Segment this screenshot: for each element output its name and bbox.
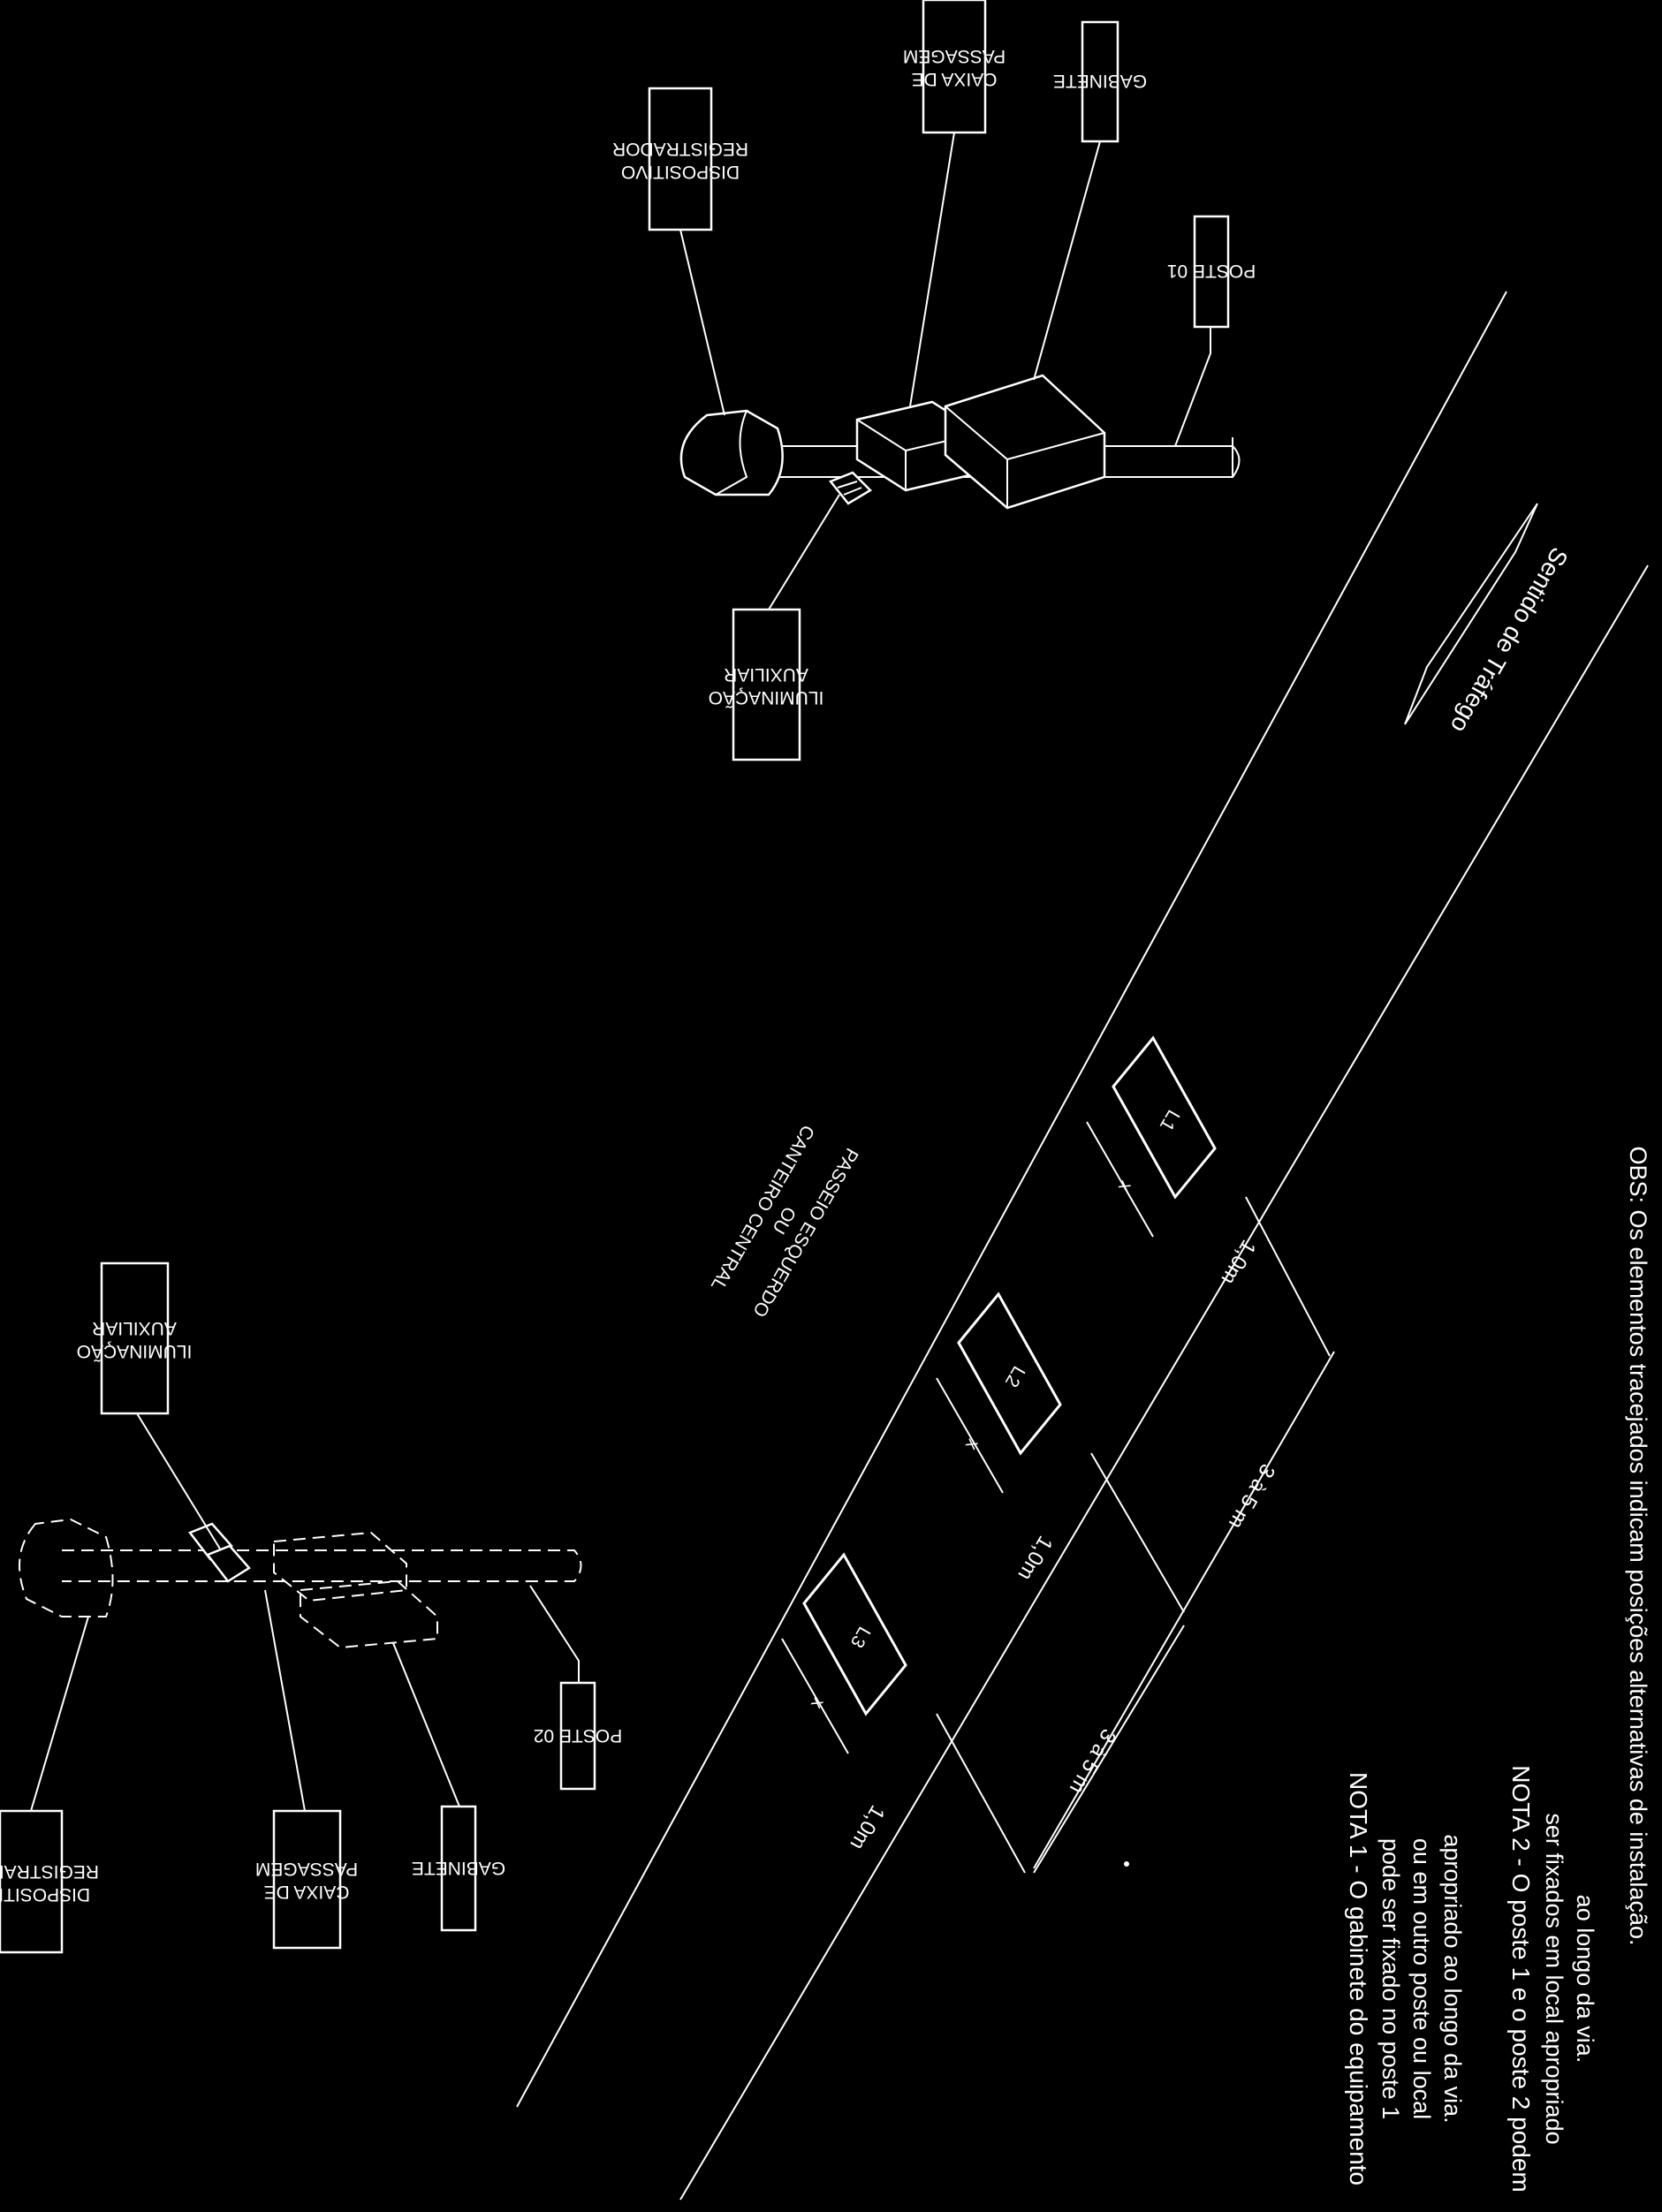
label-poste-02: POSTE 02 [529,1585,622,1791]
svg-text:PASSAGEM: PASSAGEM [903,46,1006,66]
caixa-de-passagem-b-icon [273,1531,407,1602]
svg-text:x: x [807,1694,829,1713]
svg-text:GABINETE: GABINETE [1053,71,1147,91]
stray-dot [1124,1861,1129,1867]
svg-text:ao longo da via.: ao longo da via. [1572,1895,1598,2064]
road-edges [516,291,1649,2201]
label-caixa-de-passagem-b: CAIXA DE PASSAGEM [255,1589,358,1950]
svg-text:CAIXA DE: CAIXA DE [912,69,998,89]
svg-text:ILUMINAÇÃO: ILUMINAÇÃO [709,687,824,708]
loop-l2: L2 x [936,1292,1062,1494]
svg-text:POSTE 02: POSTE 02 [534,1725,622,1746]
label-poste-01: POSTE 01 [1167,215,1256,447]
sentido-de-trafego-label: Sentido de Tráfego [1446,543,1574,738]
svg-text:AUXILIAR: AUXILIAR [92,1318,177,1338]
label-dispositivo-registrador-a: DISPOSITIVO REGISTRADOR [612,87,748,416]
svg-text:PASSEIO ESQUERDO: PASSEIO ESQUERDO [748,1145,861,1321]
svg-text:3 à 5 m: 3 à 5 m [1065,1724,1120,1798]
svg-text:L2: L2 [1001,1362,1029,1390]
svg-text:REGISTRADOR: REGISTRADOR [612,139,748,159]
svg-text:1,0m: 1,0m [845,1801,889,1854]
svg-text:x: x [1114,1178,1136,1196]
label-iluminacao-auxiliar-a: ILUMINAÇÃO AUXILIAR [709,494,840,761]
iluminacao-auxiliar-b-icon [188,1522,251,1583]
svg-text:ser fixados em local apropriad: ser fixados em local apropriado [1541,1813,1567,2144]
label-iluminacao-auxiliar-b: ILUMINAÇÃO AUXILIAR [77,1261,222,1551]
dispositivo-registrador-b-icon [19,1518,114,1617]
traffic-direction-arrow: Sentido de Tráfego [1404,503,1574,738]
svg-text:1,0m: 1,0m [1013,1532,1057,1585]
label-gabinete-a: GABINETE [1033,20,1147,381]
svg-text:AUXILIAR: AUXILIAR [724,664,808,685]
poste-02-assembly: ILUMINAÇÃO AUXILIAR DISPOSITIVO REGISTRA… [0,1261,622,1954]
svg-text:1,0m: 1,0m [1216,1236,1260,1289]
svg-text:DISPOSITIVO: DISPOSITIVO [0,1884,90,1905]
svg-text:apropriado ao longo da via.: apropriado ao longo da via. [1439,1834,1466,2123]
svg-text:L3: L3 [846,1623,875,1651]
dispositivo-registrador-icon [679,409,784,496]
svg-text:pode ser fixado no poste 1: pode ser fixado no poste 1 [1377,1838,1404,2119]
svg-text:ILUMINAÇÃO: ILUMINAÇÃO [77,1341,193,1362]
svg-text:3 à 5 m: 3 à 5 m [1224,1459,1279,1533]
label-gabinete-b: GABINETE [392,1642,505,1932]
gabinete-b-icon [300,1579,438,1649]
svg-text:CANTEIRO CENTRAL: CANTEIRO CENTRAL [707,1122,818,1294]
svg-text:DISPOSITIVO: DISPOSITIVO [621,162,740,182]
svg-text:GABINETE: GABINETE [412,1858,505,1878]
svg-text:REGISTRADOR: REGISTRADOR [0,1861,99,1882]
label-caixa-de-passagem-a: CAIXA DE PASSAGEM [903,0,1006,407]
svg-text:CAIXA DE: CAIXA DE [264,1882,350,1902]
notes-block: OBS: Os elementos tracejados indicam pos… [1345,1147,1651,2193]
poste-01-pole [760,437,1241,478]
nota-2-title: NOTA 2 - O poste 1 e o poste 2 podem [1507,1765,1535,2193]
label-dispositivo-registrador-b: DISPOSITIVO REGISTRADOR [0,1616,99,1954]
obs-note: OBS: Os elementos tracejados indicam pos… [1625,1147,1651,1946]
svg-text:ou em outro poste ou local: ou em outro poste ou local [1408,1838,1435,2119]
poste-01-assembly: DISPOSITIVO REGISTRADOR CAIXA DE PASSAGE… [612,0,1256,761]
nota-1-title: NOTA 1 - O gabinete do equipamento [1345,1772,1372,2185]
svg-text:x: x [961,1436,983,1454]
loop-l3: L3 x [781,1552,907,1754]
svg-text:PASSAGEM: PASSAGEM [255,1859,358,1879]
dimension-lines: 1,0m 1,0m 1,0m 3 à 5 m 3 à 5 m [845,1196,1335,1874]
gabinete-icon [944,374,1106,510]
svg-text:POSTE 01: POSTE 01 [1167,261,1256,281]
iluminacao-auxiliar-icon [828,471,873,505]
svg-text:L1: L1 [1156,1106,1184,1134]
loop-l1: L1 x [1086,1035,1217,1238]
passeio-label: PASSEIO ESQUERDO OU CANTEIRO CENTRAL [707,1122,862,1321]
